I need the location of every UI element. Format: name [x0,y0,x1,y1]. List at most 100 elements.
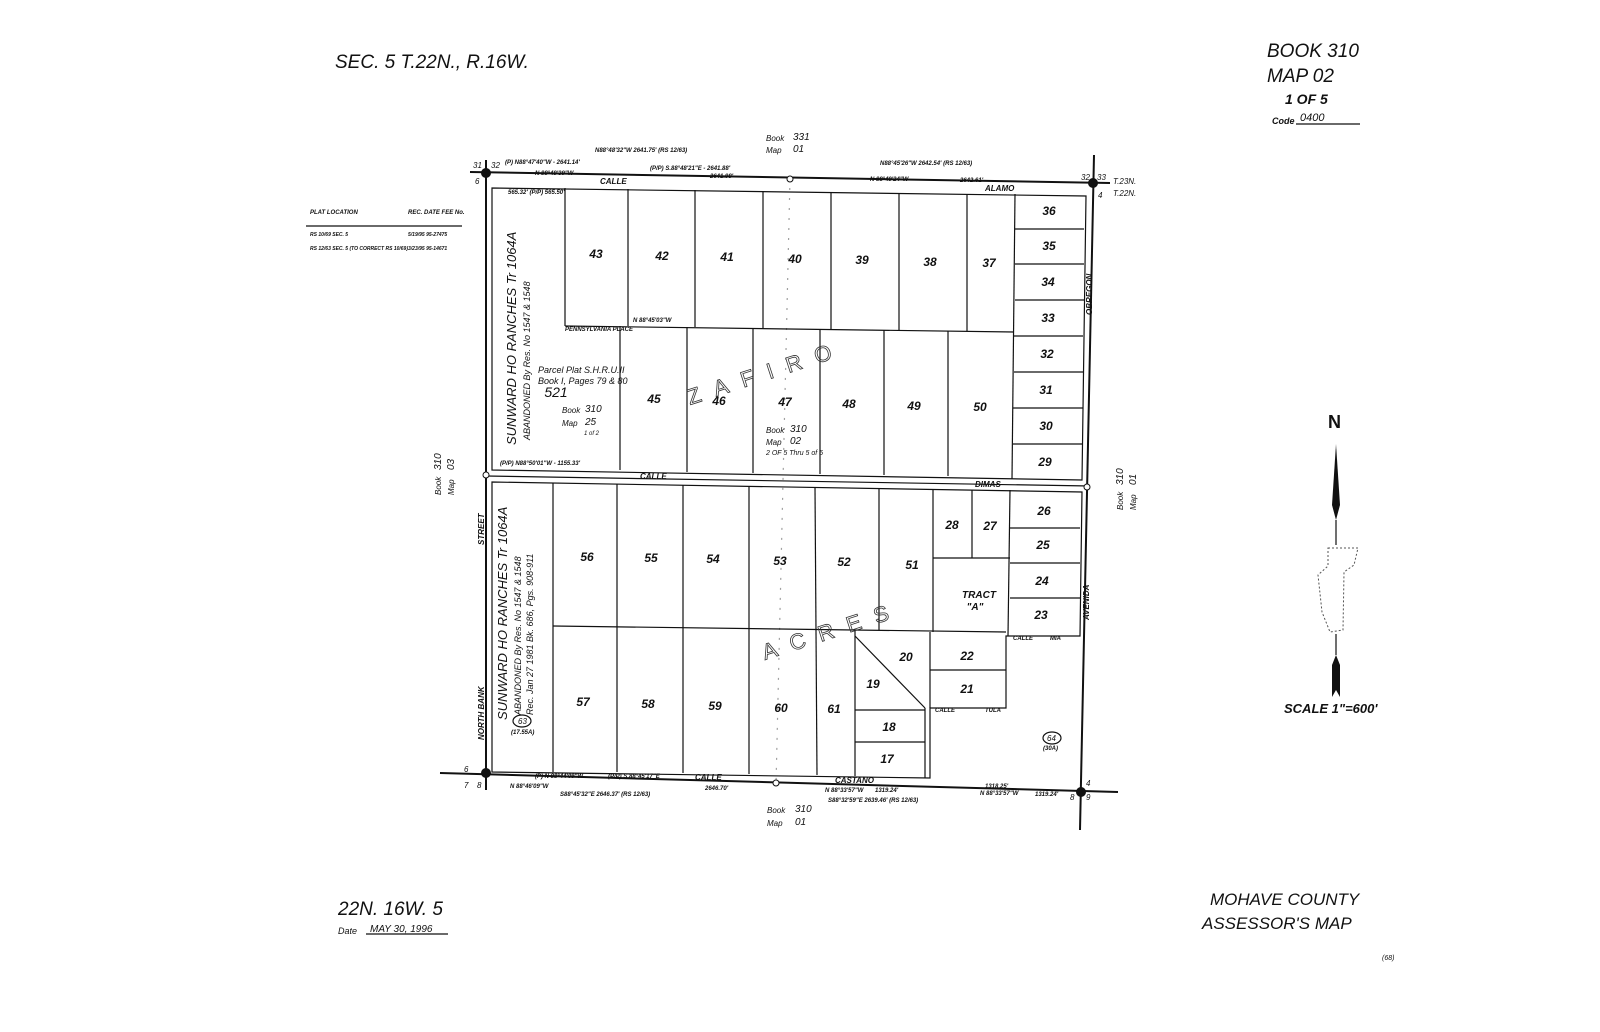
page-mark: (68) [1382,955,1394,962]
bearing: 1318.25' [985,784,1009,790]
bearing: 2642.61' [959,178,984,184]
bearing: 2641.98' [709,174,734,180]
parcel-number: 40 [787,252,802,266]
parcel-numbers: 43 42 41 40 39 38 37 36 35 34 33 32 31 3… [544,204,1056,766]
parcel-63-area: (17.55A) [511,730,534,736]
scale-label: SCALE 1"=600' [1284,701,1378,716]
bearing: S88°45'32"E 2646.37' (RS 12/63) [560,792,650,798]
parcel-plat-book: Book I, Pages 79 & 80 [538,376,628,386]
corner-label: 31 [473,161,482,170]
bearing: N 88°48'39"W [535,171,575,177]
street-north: ALAMO [984,184,1015,193]
parcel-number: 54 [706,552,720,566]
bearing: 2646.70' [704,786,729,792]
parcel-number: 30 [1039,419,1053,433]
ref-left-map: 03 [446,458,457,470]
parcel-number: 56 [580,550,594,564]
sunward-lower-rec: Rec. Jan 27 1981 Bk. 686, Pgs. 908-911 [525,554,535,715]
plat-header-location: PLAT LOCATION [310,210,358,216]
bearing: (P/P) S.88°45'17"E [608,774,661,780]
corner-label: 9 [1086,793,1091,802]
parcel-number: 57 [576,695,591,709]
parcel-number: 28 [944,518,959,532]
ref-map-label: Map [766,438,782,447]
bearing: 1319.24' [875,788,899,794]
bearing: (P/P) N88°50'01"W - 1155.33' [500,461,581,467]
parcel-number: 19 [866,677,880,691]
ref-book-label: Book [434,476,443,495]
section-corner-monuments [481,168,1098,797]
street-calle-mia: CALLE [1013,636,1034,642]
parcel-number: 32 [1040,347,1054,361]
ref-bottom-map: 01 [795,817,806,828]
ref-521-map: 25 [584,417,597,428]
parcel-number: 33 [1041,311,1055,325]
ref-521-sheet: 1 of 2 [584,431,600,437]
bearing: N 88°33'57"W [980,791,1020,797]
parcel-number: 34 [1041,275,1055,289]
street-south: CALLE [695,773,722,782]
parcel-number: 36 [1042,204,1056,218]
ref-book-label: Book [767,806,786,815]
ref-book-label: Book [1116,491,1125,510]
bearing: N88°45'26"W 2642.54' (RS 12/63) [880,161,972,167]
bearing: N 88°46'09"W [510,784,550,790]
ref-center-book: 310 [790,424,807,435]
ref-center-map: 02 [790,436,802,447]
bearing: N 88°45'03"W [633,318,673,324]
agency-map-type: ASSESSOR'S MAP [1201,914,1352,933]
corner-label: 4 [1086,779,1091,788]
plat-row: 5/19/95 95-27475 [408,232,447,238]
corner-label: 32 [1081,173,1090,182]
ref-book-label: Book [562,406,581,415]
sunward-lower-title: SUNWARD HO RANCHES Tr 1064A [495,507,510,720]
corner-label: 6 [475,177,480,186]
parcel-521: 521 [544,384,567,400]
ref-map-label: Map [447,479,456,495]
parcel-number: 22 [959,649,974,663]
parcel-number: 31 [1039,383,1053,397]
ref-map-label: Map [562,419,578,428]
corner-label: 6 [464,765,469,774]
street-calle-tula: CALLE [935,708,956,714]
parcel-number: 48 [841,397,856,411]
township-label: T.22N. [1113,189,1136,198]
subdivision-zafiro: ZAFIRO [684,335,848,410]
agency-name: MOHAVE COUNTY [1210,890,1361,909]
parcel-number: 17 [880,752,895,766]
plat-header-date: REC. DATE FEE No. [408,210,465,216]
parcel-number: 59 [708,699,722,713]
parcel-number: 27 [982,519,998,533]
street-south: CASTANO [835,776,875,785]
parcel-number: 38 [923,255,937,269]
parcel-number: 60 [774,701,788,715]
bearing: N88°48'32"W 2641.75' (RS 12/63) [595,148,687,154]
parcel-number: 29 [1037,455,1052,469]
code-label: Code [1272,116,1295,126]
parcel-number: 42 [654,249,669,263]
township-label: T.23N. [1113,177,1136,186]
date-value: MAY 30, 1996 [370,924,433,935]
sheet-number: 1 OF 5 [1285,91,1328,107]
plat-row: RS 10/69 SEC. 5 [310,232,348,238]
map-references: Book 331 Map 01 Book 310 Map 01 Book 31 0… [433,132,1139,828]
parcel-number: 52 [837,555,851,569]
bearing: (P) N 88°44'09"W [535,774,584,780]
street-obregon: OBREGON [1085,273,1094,315]
bearing: S88°32'59"E 2639.46' (RS 12/63) [828,798,918,804]
parcel-63: 63 (17.55A) 64 (30A) [511,714,1062,752]
plat-row: 3/23/95 95-14671 [408,246,447,252]
plat-row: RS 12/63 SEC. 5 (TO CORRECT RS 10/69) [310,246,408,252]
bearing: 565.32' (P/P) 565.50' [508,190,565,196]
corner-label: 8 [1070,793,1075,802]
street-calle-mia: MIA [1050,636,1061,642]
parcel-63-number: 63 [518,717,527,726]
street-avenida: AVENIDA [1082,584,1091,621]
street-calle-tula: TULA [985,708,1001,714]
ref-map-label: Map [766,146,782,155]
ref-top-book: 331 [793,132,810,143]
ref-book-label: Book [766,134,785,143]
ref-top-map: 01 [793,144,804,155]
parcel-number: 58 [641,697,655,711]
